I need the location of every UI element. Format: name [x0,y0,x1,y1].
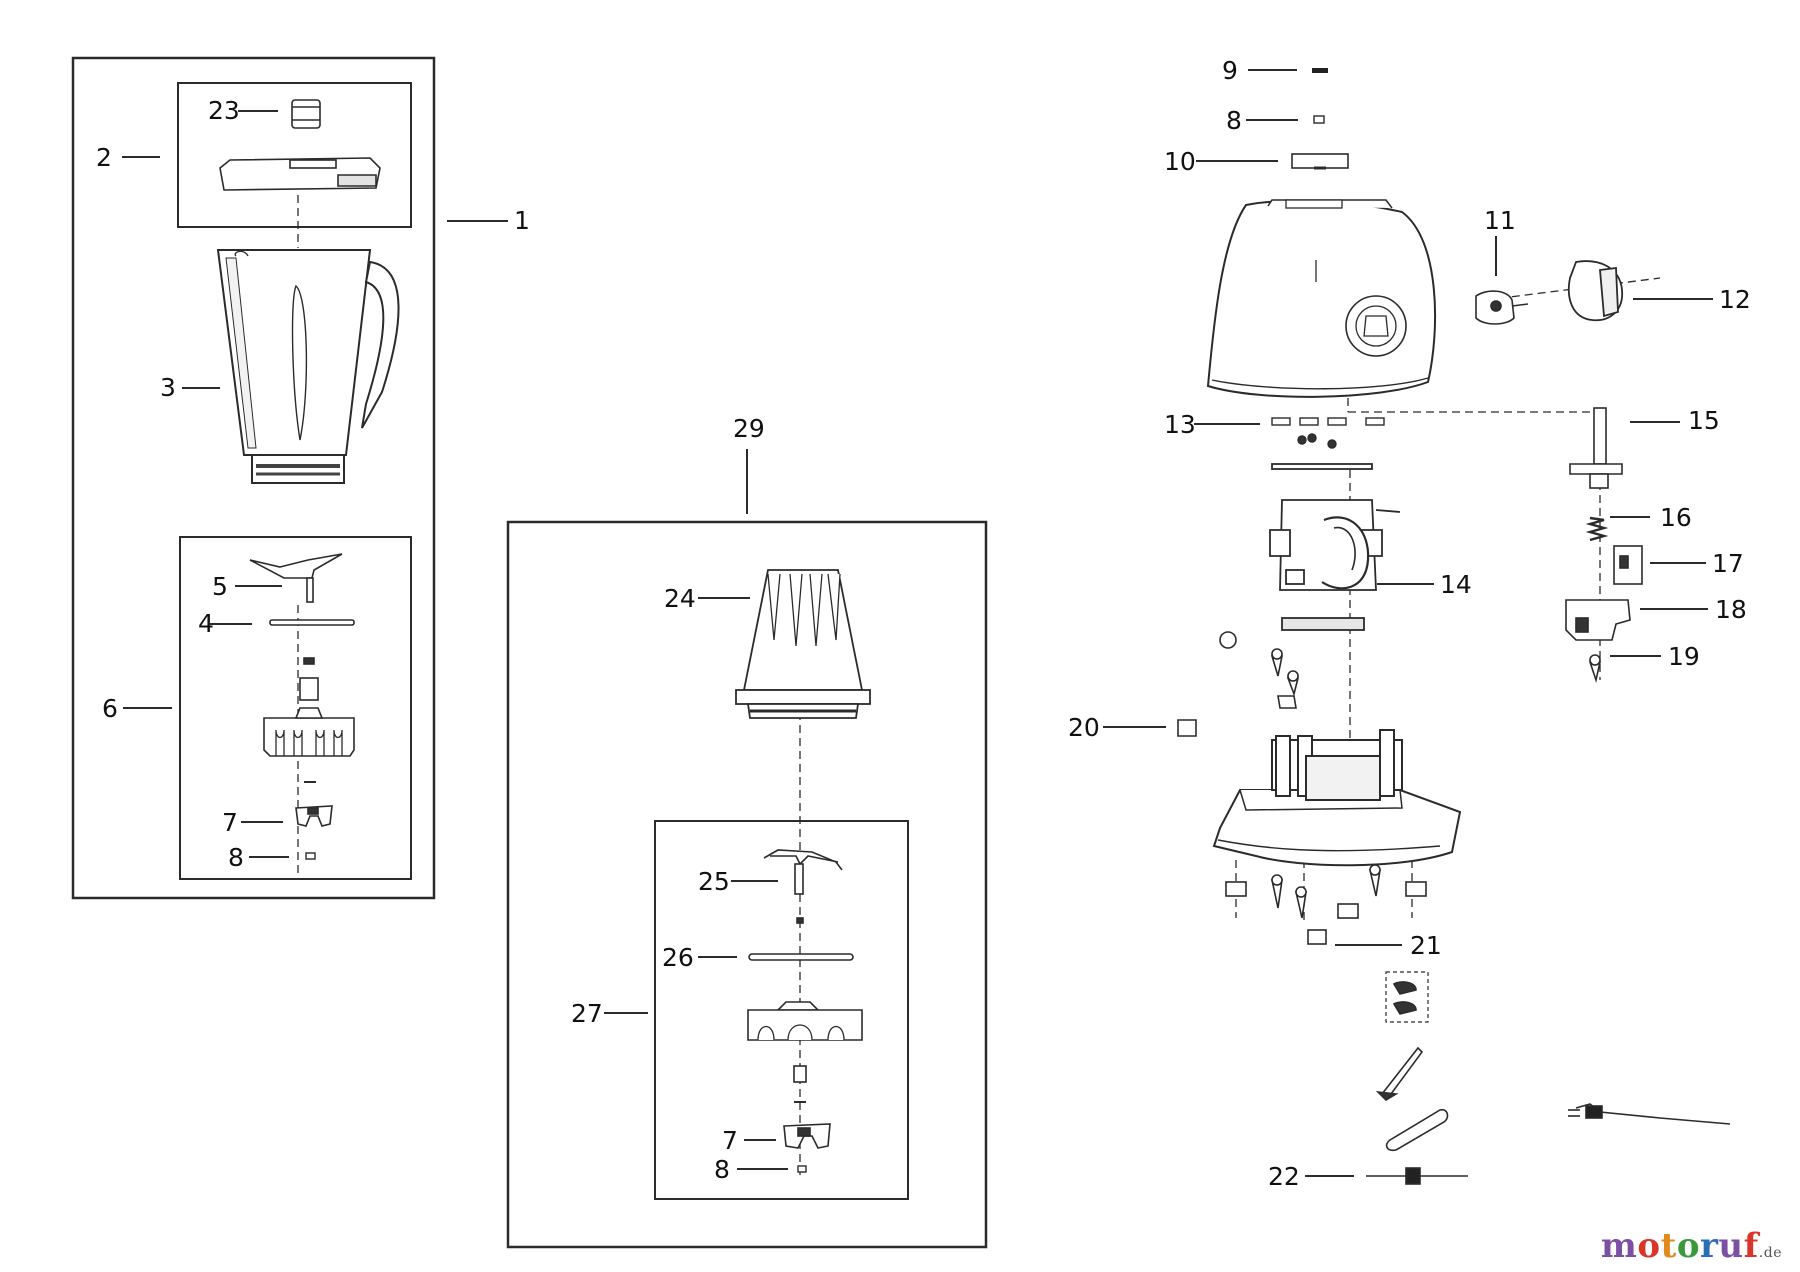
part-10-coupler [1291,153,1349,170]
watermark-letter: o [1637,1226,1661,1266]
part-4-gasket [269,619,355,626]
label-13: 13 [1164,410,1196,439]
base-unit [1212,729,1462,867]
label-29: 29 [733,414,765,443]
part-3-jar [216,249,400,484]
part-2-lid [219,157,381,191]
label-24: 24 [664,584,696,613]
watermark-letter: u [1718,1226,1744,1266]
label-11: 11 [1484,206,1516,235]
part-21-feet-screws [1225,864,1427,945]
part-12-knob [1568,260,1623,322]
label-6: 6 [102,694,118,723]
label-27: 27 [571,999,603,1028]
group-29-frame [506,520,988,1249]
label-2: 2 [96,143,112,172]
label-23: 23 [208,96,240,125]
label-10: 10 [1164,147,1196,176]
watermark-letters: motoruf [1601,1226,1759,1266]
housing [1206,199,1437,398]
label-16: 16 [1660,503,1692,532]
part-14-motor [1269,463,1401,631]
label-5: 5 [212,572,228,601]
part-15-switch-arm [1569,407,1623,489]
label-22: 22 [1268,1162,1300,1191]
watermark-letter: r [1700,1226,1719,1266]
part-19-screw [1588,654,1601,683]
part-17-block [1613,545,1643,585]
watermark-letter: o [1676,1226,1700,1266]
label-4: 4 [198,609,214,638]
blade-assembly-frame [179,536,412,880]
part-5-blade [249,553,343,603]
label-1: 1 [514,206,530,235]
label-3: 3 [160,373,176,402]
part-11-switch [1475,290,1529,325]
label-20: 20 [1068,713,1100,742]
group-27-frame [654,820,909,1200]
part-8-washer-a [305,852,316,860]
part-6-base [263,657,355,757]
label-21: 21 [1410,931,1442,960]
part-13-rubber-feet [1271,417,1385,449]
label-9: 9 [1222,56,1238,85]
lid-frame [177,82,412,228]
watermark-letter: m [1600,1226,1638,1266]
watermark-letter: f [1743,1226,1759,1266]
part-20-clip [1177,631,1300,737]
label-7b: 7 [722,1126,738,1155]
label-8a: 8 [228,843,244,872]
leader-lines [122,69,1713,1177]
part-16-spring [1585,516,1609,542]
center-lines [297,195,1661,1180]
part-24-cup [735,569,871,719]
part-27-base [747,1001,863,1103]
part-25-blade [763,849,843,924]
label-8b: 8 [714,1155,730,1184]
part-18-bracket [1565,599,1631,641]
watermark-letter: t [1660,1226,1677,1266]
part-7-nut [295,781,333,827]
label-18: 18 [1715,595,1747,624]
part-7-nut-b [783,1123,831,1149]
part-8-washer-b [797,1165,807,1173]
label-15: 15 [1688,406,1720,435]
label-26: 26 [662,943,694,972]
label-12: 12 [1719,285,1751,314]
label-25: 25 [698,867,730,896]
part-23-cap [291,99,321,129]
part-26-gasket [748,953,854,961]
group-1-frame [71,56,436,900]
label-14: 14 [1440,570,1472,599]
label-8c: 8 [1226,106,1242,135]
label-7a: 7 [222,808,238,837]
part-22-cord [1366,971,1731,1185]
part-8-washer-c [1313,115,1325,124]
watermark-logo: motoruf.de [1601,1226,1782,1266]
watermark-tld: .de [1758,1245,1782,1261]
label-19: 19 [1668,642,1700,671]
part-9-pad [1312,68,1328,73]
label-17: 17 [1712,549,1744,578]
